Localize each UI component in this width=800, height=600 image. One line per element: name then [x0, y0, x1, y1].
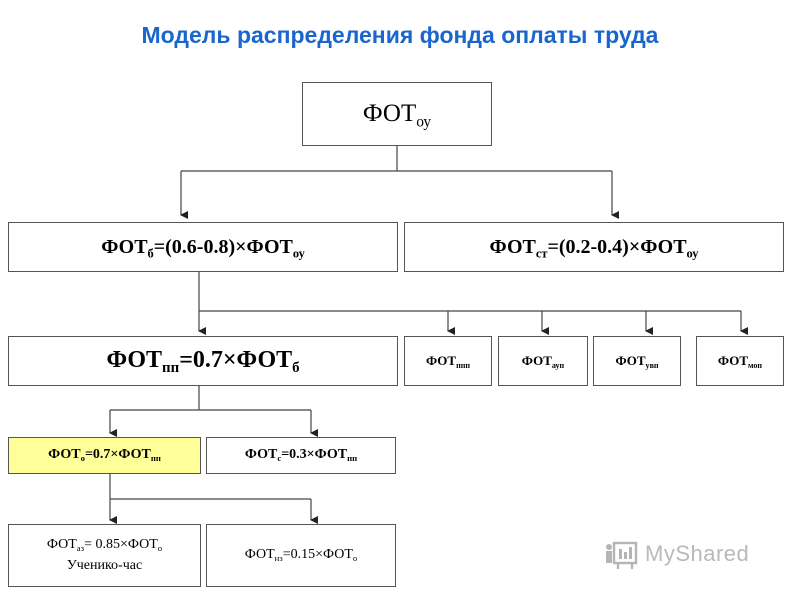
node-fot-mop: ФОТмоп [696, 336, 784, 386]
page-title: Модель распределения фонда оплаты труда [141, 22, 659, 48]
node-fot-ou-label: ФОТоу [362, 99, 432, 131]
node-fot-o: ФОТо=0.7×ФОТпп [8, 437, 201, 474]
node-fot-st-label: ФОТст=(0.2-0.4)×ФОТоу [489, 235, 699, 260]
node-fot-nz-label: ФОТнз=0.15×ФОТо [244, 547, 358, 564]
node-fot-uvp: ФОТувп [593, 336, 681, 386]
node-fot-b: ФОТб=(0.6-0.8)×ФОТоу [8, 222, 398, 272]
logo-text: MyShared [645, 541, 750, 566]
node-fot-ou: ФОТоу [302, 82, 492, 146]
node-fot-o-label: ФОТо=0.7×ФОТпп [48, 447, 161, 464]
node-fot-ppp: ФОТппп [404, 336, 492, 386]
presentation-board-icon [606, 541, 638, 569]
node-fot-az: ФОТаз= 0.85×ФОТо Ученико-час [8, 524, 201, 587]
node-fot-mop-label: ФОТмоп [717, 352, 763, 370]
node-fot-b-label: ФОТб=(0.6-0.8)×ФОТоу [101, 235, 305, 260]
node-fot-ppp-label: ФОТппп [425, 352, 471, 370]
node-fot-uvp-label: ФОТувп [615, 352, 659, 370]
node-fot-s: ФОТс=0.3×ФОТпп [206, 437, 396, 474]
node-fot-pp-label: ФОТпп=0.7×ФОТб [106, 347, 300, 377]
node-fot-az-note: Ученико-час [66, 557, 143, 573]
node-fot-az-label: ФОТаз= 0.85×ФОТо [46, 537, 163, 554]
node-fot-aup: ФОТауп [498, 336, 588, 386]
myshared-logo: MyShared [605, 536, 765, 572]
node-fot-st: ФОТст=(0.2-0.4)×ФОТоу [404, 222, 784, 272]
node-fot-s-label: ФОТс=0.3×ФОТпп [244, 447, 358, 464]
node-fot-nz: ФОТнз=0.15×ФОТо [206, 524, 396, 587]
node-fot-aup-label: ФОТауп [521, 352, 565, 370]
node-fot-pp: ФОТпп=0.7×ФОТб [8, 336, 398, 386]
